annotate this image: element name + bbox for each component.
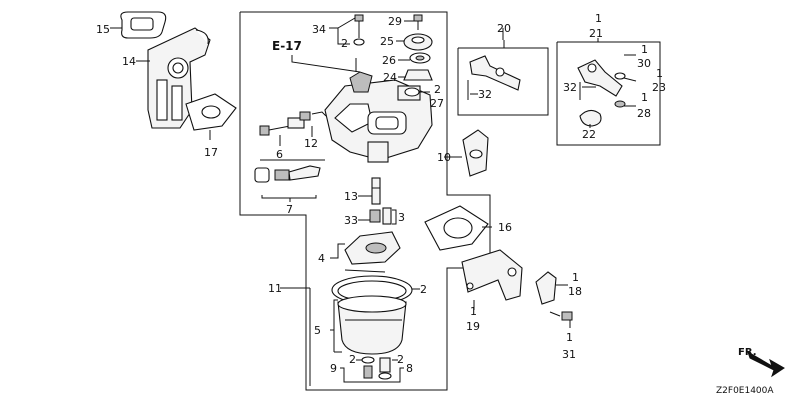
gasket-26 (409, 52, 431, 64)
assembly-frame (239, 11, 491, 391)
kit-box-20 (457, 47, 549, 116)
bracket-19 (461, 249, 523, 301)
callout-23: 23 (652, 81, 666, 94)
callout-3: 3 (398, 211, 405, 224)
jet-3 (382, 207, 392, 225)
callout-10: 10 (437, 151, 451, 164)
callout-6: 6 (276, 148, 283, 161)
callout-27-2: 2 (434, 83, 441, 96)
callout-25: 25 (380, 35, 394, 48)
leader-lines (110, 17, 637, 386)
callout-1-d: 1 (641, 91, 648, 104)
float-chamber-5 (337, 295, 407, 355)
callout-1-e: 1 (572, 271, 579, 284)
callout-15: 15 (96, 23, 110, 36)
screw-29 (413, 14, 423, 30)
callout-34: 34 (312, 23, 326, 36)
callout-1-a: 1 (595, 12, 602, 25)
callout-31: 31 (562, 348, 576, 361)
ref-leader (291, 55, 361, 73)
callout-20: 20 (497, 22, 511, 35)
cable-holder-18 (535, 271, 557, 305)
gasket-16 (424, 205, 489, 251)
callout-5: 5 (314, 324, 321, 337)
gasket-15 (120, 11, 167, 39)
spring-22 (579, 109, 602, 127)
insulator-14 (147, 27, 211, 129)
callout-32-b: 32 (563, 81, 577, 94)
screw-34 (354, 14, 364, 38)
callout-34-2: 2 (341, 37, 348, 50)
diagram-code: Z2F0E1400A (716, 386, 774, 396)
callout-9: 9 (330, 362, 337, 375)
callout-19: 19 (466, 320, 480, 333)
callout-13: 13 (344, 190, 358, 203)
callout-29: 29 (388, 15, 402, 28)
carburetor-body (324, 58, 433, 163)
callout-26: 26 (382, 54, 396, 67)
callout-17: 17 (204, 146, 218, 159)
front-direction-label: FR. (738, 347, 757, 358)
callout-22: 22 (582, 128, 596, 141)
callout-1-c: 1 (656, 67, 663, 80)
lever-assembly-21 (577, 59, 626, 108)
gasket-17 (185, 93, 237, 131)
drain-bolt-8 (378, 357, 392, 380)
spring-24 (403, 69, 433, 81)
callout-18: 18 (568, 285, 582, 298)
drain-bolt-9 (363, 365, 373, 379)
callout-33: 33 (344, 214, 358, 227)
float-4 (344, 231, 401, 273)
callout-8: 8 (406, 362, 413, 375)
callout-2-c: 2 (397, 353, 404, 366)
callout-12: 12 (304, 137, 318, 150)
callout-2-b: 2 (349, 353, 356, 366)
callout-24: 24 (383, 71, 397, 84)
spring-12 (287, 111, 327, 129)
callout-1-g: 1 (566, 331, 573, 344)
float-pin-10 (462, 129, 489, 177)
screw-6 (259, 125, 291, 136)
reference-label: E-17 (272, 39, 302, 53)
washer-34 (353, 38, 365, 46)
callout-27: 27 (430, 97, 444, 110)
callout-1-f: 1 (470, 305, 477, 318)
callout-30: 30 (637, 57, 651, 70)
callout-1-b: 1 (641, 43, 648, 56)
callout-28: 28 (637, 107, 651, 120)
diaphragm-25 (403, 33, 433, 51)
washer-9 (361, 356, 375, 364)
bolt-31 (549, 311, 573, 321)
callout-14: 14 (122, 55, 136, 68)
callout-7: 7 (286, 203, 293, 216)
main-jet-33 (369, 209, 381, 223)
callout-2-a: 2 (420, 283, 427, 296)
callout-32-a: 32 (478, 88, 492, 101)
o-ring-27 (404, 87, 420, 97)
choke-lever-20 (467, 55, 521, 100)
pilot-screw-set-7 (254, 159, 325, 183)
callout-4: 4 (318, 252, 325, 265)
callout-21: 21 (589, 27, 603, 40)
main-nozzle-13 (371, 177, 381, 205)
front-direction-arrow (747, 350, 785, 378)
kit-box-21 (556, 41, 661, 146)
callout-16: 16 (498, 221, 512, 234)
callout-11: 11 (268, 282, 282, 295)
